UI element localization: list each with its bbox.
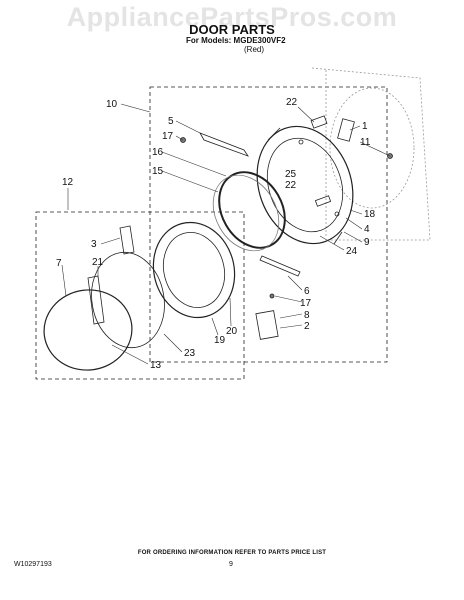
callout-16: 16 [152, 147, 164, 158]
callout-5: 5 [168, 116, 174, 127]
callout-19: 19 [214, 335, 226, 346]
inner-glass [212, 174, 280, 252]
callout-20: 20 [226, 326, 238, 337]
door-handle [199, 132, 250, 157]
trim-strip [87, 275, 105, 325]
callout-9: 9 [364, 237, 370, 248]
callout-21: 21 [92, 257, 104, 268]
callout-25: 25 [285, 169, 297, 180]
door-gasket [218, 171, 286, 249]
callout-22: 22 [285, 180, 297, 191]
callout-12: 12 [62, 177, 74, 188]
callout-3: 3 [91, 239, 97, 250]
page-number: 9 [229, 561, 233, 568]
callout-17: 17 [162, 131, 174, 142]
callout-22: 22 [286, 97, 298, 108]
cabinet-front [311, 67, 431, 241]
model-color: (Red) [244, 45, 265, 54]
callout-15: 15 [152, 166, 164, 177]
callout-17: 17 [300, 298, 312, 309]
ordering-note: FOR ORDERING INFORMATION REFER TO PARTS … [137, 550, 327, 556]
door-strike [259, 255, 301, 277]
callout-13: 13 [150, 360, 162, 371]
hinge [337, 118, 355, 142]
latch-assembly [255, 310, 279, 340]
callout-1: 1 [362, 121, 368, 132]
callout-23: 23 [184, 348, 196, 359]
inner-door-assembly [256, 115, 354, 245]
callout-7: 7 [56, 258, 62, 269]
watermark: AppliancePartsPros.com [66, 2, 398, 32]
callout-18: 18 [364, 209, 376, 220]
page-title: DOOR PARTS [189, 22, 275, 37]
hinge-bracket [119, 225, 135, 255]
document-number: W10297193 [14, 561, 52, 568]
outer-door-ring [152, 221, 236, 319]
callout-4: 4 [364, 224, 370, 235]
outer-glass [91, 251, 165, 349]
callout-2: 2 [304, 321, 310, 332]
outer-door-frame [35, 211, 245, 380]
model-subtitle: For Models: MGDE300VF2 [186, 36, 286, 45]
callout-10: 10 [106, 99, 118, 110]
callout-24: 24 [346, 246, 358, 257]
outer-door-cover [43, 289, 133, 371]
callout-6: 6 [304, 286, 310, 297]
callout-11: 11 [360, 137, 371, 148]
callout-8: 8 [304, 310, 310, 321]
inner-door-frame [149, 86, 388, 363]
